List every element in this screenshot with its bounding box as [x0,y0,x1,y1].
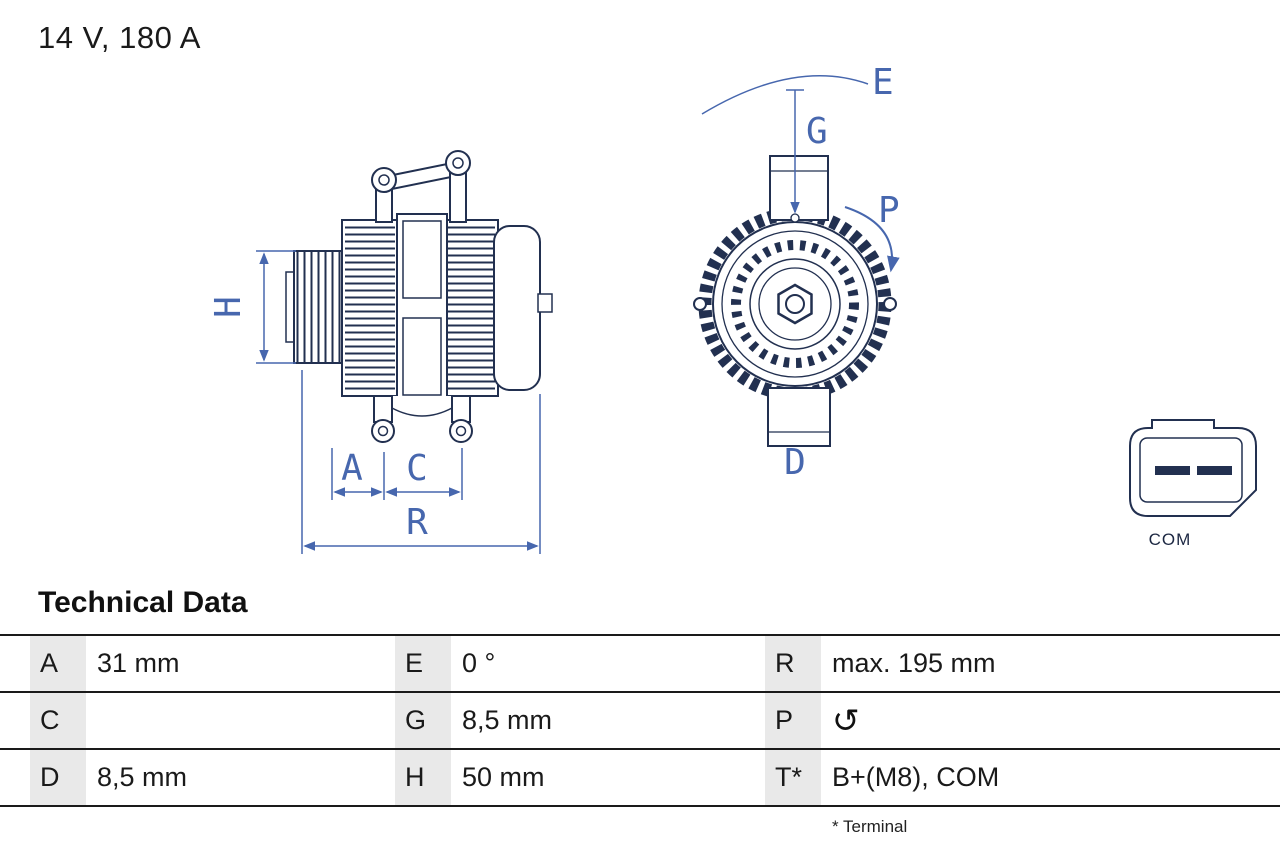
connector-pin-left [1155,466,1190,475]
front-view-dimensions [701,75,900,273]
row-spacer [0,636,30,691]
table-key: E [395,636,451,691]
dim-label-c: C [406,448,428,489]
table-value: max. 195 mm [832,648,996,678]
table-value: 50 mm [462,762,545,792]
dim-label-r: R [406,502,428,543]
top-lug-hole-right [452,157,464,169]
connector-housing [1129,419,1257,517]
terminal-tab [537,293,553,313]
terminal-footnote: * Terminal [832,817,908,836]
bottom-lug-stem-left [373,395,393,423]
table-key: T* [765,750,821,805]
bottom-bracket-arch [391,396,453,417]
table-key: G [395,693,451,748]
stator-window-bottom [402,317,442,396]
dim-label-a: A [341,448,363,489]
side-ear-right [883,297,897,311]
dim-arc-E [701,75,869,115]
technical-data-section: Technical Data A 31 mm E 0 ° R max. 195 … [0,586,1280,837]
stator-window-top [402,220,442,299]
alternator-front-view [693,155,897,447]
top-mount-lug [769,155,829,221]
top-lug-hole-left [378,174,390,186]
dim-label-h: H [208,296,249,318]
technical-data-heading: Technical Data [38,586,248,619]
table-key: D [30,750,86,805]
table-key: P [765,693,821,748]
shaft-center [785,294,805,314]
table-row: A 31 mm E 0 ° R max. 195 mm [0,634,1280,691]
connector-inner [1139,437,1243,503]
bottom-lug-hole-left [377,425,389,437]
bottom-mount-lug [767,387,831,447]
connector-label: COM [1149,530,1192,549]
table-key: A [30,636,86,691]
rear-cover [493,225,541,391]
table-value: 31 mm [97,648,180,678]
table-key: H [395,750,451,805]
table-row: D 8,5 mm H 50 mm T* B+(M8), COM [0,748,1280,807]
table-value: 8,5 mm [97,762,188,792]
table-value [86,693,395,748]
cooling-fins-front [345,223,395,393]
table-row: C G 8,5 mm P ↺ [0,691,1280,748]
dim-label-e: E [872,62,894,103]
rotation-ccw-icon: ↺ [832,701,860,740]
row-spacer [0,750,30,805]
dim-label-g: G [806,111,828,152]
side-ear-left [693,297,707,311]
row-spacer [0,693,30,748]
side-view-dimensions [256,250,541,554]
rotation-arrow-P [844,206,900,273]
dim-label-d: D [784,442,806,483]
fan-slot-ring [731,240,859,368]
table-value: 8,5 mm [462,705,553,735]
bottom-lug-stem-right [451,395,471,423]
pulley [293,250,343,364]
technical-drawing: H A C R G E [208,62,1257,554]
table-value: B+(M8), COM [832,762,1000,792]
table-value: 0 ° [462,648,496,678]
bottom-lug-hole-right [455,425,467,437]
alternator-side-view [285,150,553,443]
table-key: C [30,693,86,748]
connector-com-view [1129,419,1257,517]
dim-label-p: P [878,190,900,231]
cooling-fins-rear [447,223,495,393]
table-key: R [765,636,821,691]
table-value: ↺ [821,693,1280,748]
connector-pin-right [1197,466,1232,475]
spec-title: 14 V, 180 A [38,20,201,55]
